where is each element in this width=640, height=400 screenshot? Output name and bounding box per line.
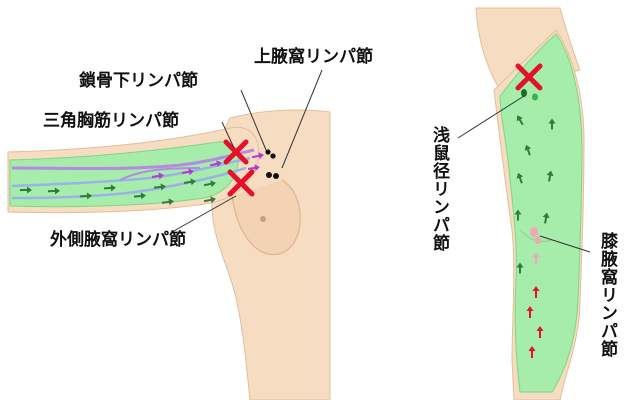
label-superficial-inguinal: 浅鼠径リンパ節: [430, 126, 447, 252]
label-popliteal: 膝腋窩リンパ節: [598, 232, 615, 358]
node-dot-icon: [270, 153, 275, 158]
node-dot-icon: [265, 149, 270, 154]
node-dot-icon: [535, 236, 541, 244]
node-dot-icon: [266, 172, 272, 178]
label-lateral-axillary: 外側腋窩リンパ節: [50, 232, 186, 249]
label-subclavian: 鎖骨下リンパ節: [79, 73, 198, 90]
label-deltopectoral: 三角胸筋リンパ節: [43, 113, 179, 130]
node-dot-icon: [530, 227, 538, 237]
label-upper-axillary: 上腋窩リンパ節: [254, 49, 373, 66]
leg-figure: [458, 8, 590, 400]
node-dot-icon: [532, 94, 538, 101]
node-dot-icon: [273, 173, 279, 179]
nipple: [260, 216, 266, 222]
node-dot-icon: [521, 89, 527, 97]
